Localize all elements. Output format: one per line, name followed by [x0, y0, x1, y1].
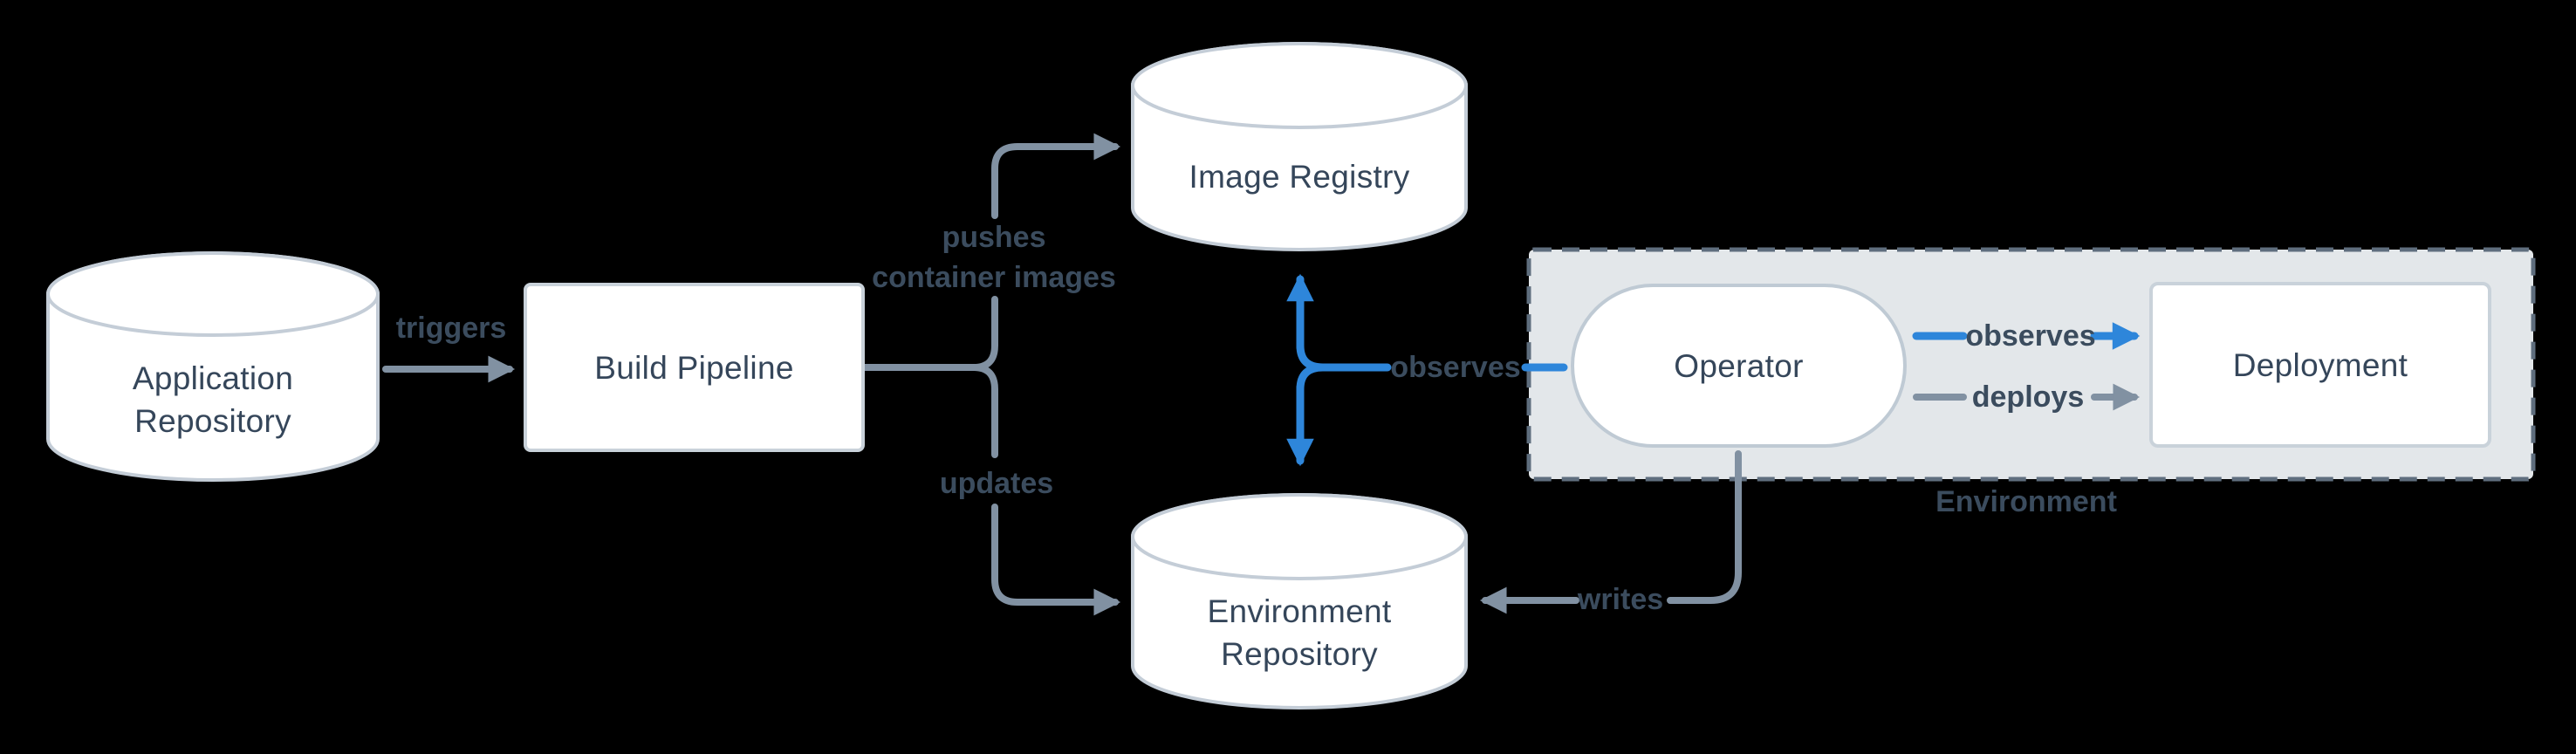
cylinder-shape: [1131, 493, 1468, 709]
observes-fork-junction: [1296, 341, 1392, 394]
deploys-label: deploys: [1971, 380, 2085, 414]
image-registry-node: Image Registry: [1130, 42, 1469, 251]
build-pipeline-node: Build Pipeline: [524, 283, 865, 452]
updates-branch-upper: [970, 364, 998, 458]
updates-label: updates: [939, 467, 1054, 500]
writes-elbow: [1667, 450, 1742, 604]
environment-repository-label-line1: Environment: [1207, 593, 1392, 629]
application-repository-label-line2: Repository: [134, 403, 291, 439]
build-pipeline-label: Build Pipeline: [594, 349, 794, 386]
updates-arrow: [991, 504, 1121, 616]
pushes-label-line2: container images: [872, 261, 1116, 294]
environment-repository-node: Environment Repository: [1130, 493, 1469, 709]
pushes-label-line1: pushes: [942, 221, 1046, 254]
application-repository-label-line1: Application: [132, 360, 294, 396]
environment-group-label: Environment: [1935, 485, 2117, 518]
operator-node: Operator: [1571, 284, 1907, 448]
application-repository-node: Application Repository: [45, 251, 380, 482]
image-registry-label: Image Registry: [1189, 158, 1410, 195]
observes-fork-label: observes: [1390, 351, 1521, 384]
cylinder-shape: [46, 251, 380, 482]
pushes-label: pushes container images: [872, 217, 1116, 298]
writes-label: writes: [1577, 583, 1664, 616]
deployment-node: Deployment: [2149, 282, 2491, 448]
observes-deployment-label: observes: [1965, 319, 2096, 353]
pushes-branch-lower: [861, 296, 998, 371]
environment-repository-label-line2: Repository: [1221, 636, 1378, 672]
cylinder-shape: [1131, 42, 1468, 251]
operator-label: Operator: [1674, 347, 1804, 384]
pushes-arrow: [991, 133, 1121, 219]
triggers-label: triggers: [395, 312, 507, 345]
deployment-label: Deployment: [2232, 346, 2408, 383]
